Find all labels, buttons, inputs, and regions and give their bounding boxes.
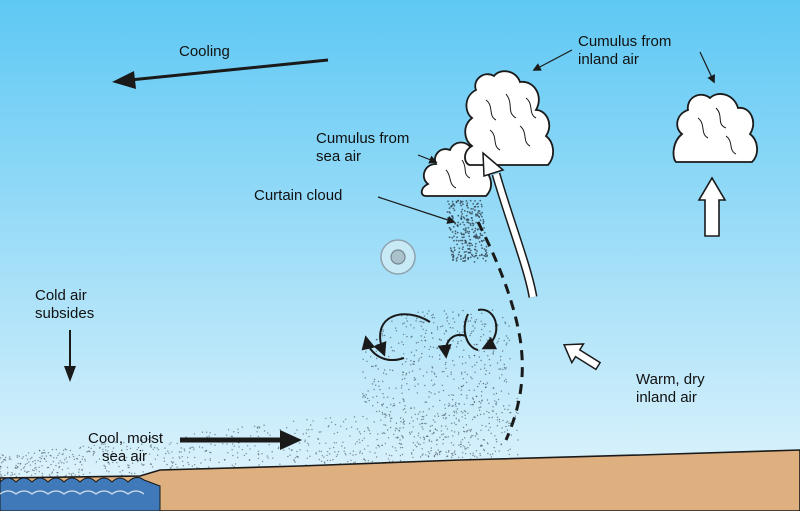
leader-curtain-cloud [377,196,456,224]
sea-air-onshore-arrow [180,430,302,450]
inland-air-arrow [562,343,602,371]
label-cumulus-sea-line2: sea air [316,148,361,165]
leader-cumulus-inland-right [699,51,715,84]
label-cold-air-line1: Cold air [35,287,87,304]
rising-air-arrow-right [697,176,727,237]
cumulus-inland-air-cloud-right [672,93,758,163]
cooling-arrow [112,58,329,89]
curtain-cloud-stipple [446,199,489,263]
label-cool-air-line2: sea air [102,448,147,465]
leader-lines [377,49,715,224]
label-warm-air-line2: inland air [636,389,697,406]
cumulus-inland-air-cloud-center [464,70,554,166]
label-cold-air-line2: subsides [35,305,94,322]
sea-breeze-front [476,221,524,441]
land [0,449,800,511]
label-cumulus-sea-line1: Cumulus from [316,130,409,147]
label-cumulus-inland-line1: Cumulus from [578,33,671,50]
sea-waves [0,490,145,495]
cold-air-subsides-arrow [64,330,76,382]
label-curtain-cloud: Curtain cloud [254,187,342,204]
label-warm-air-line1: Warm, dry [636,371,705,388]
target-symbol [380,239,416,275]
circulation-eddy-right [437,308,498,359]
label-cool-air-line1: Cool, moist [88,430,164,447]
updraft-arrow [482,151,538,298]
circulation-eddy-left [361,313,431,361]
label-cumulus-inland-line2: inland air [578,51,639,68]
label-cooling: Cooling [179,43,230,60]
leader-cumulus-inland-center [532,49,573,71]
leader-cumulus-sea [417,154,438,164]
